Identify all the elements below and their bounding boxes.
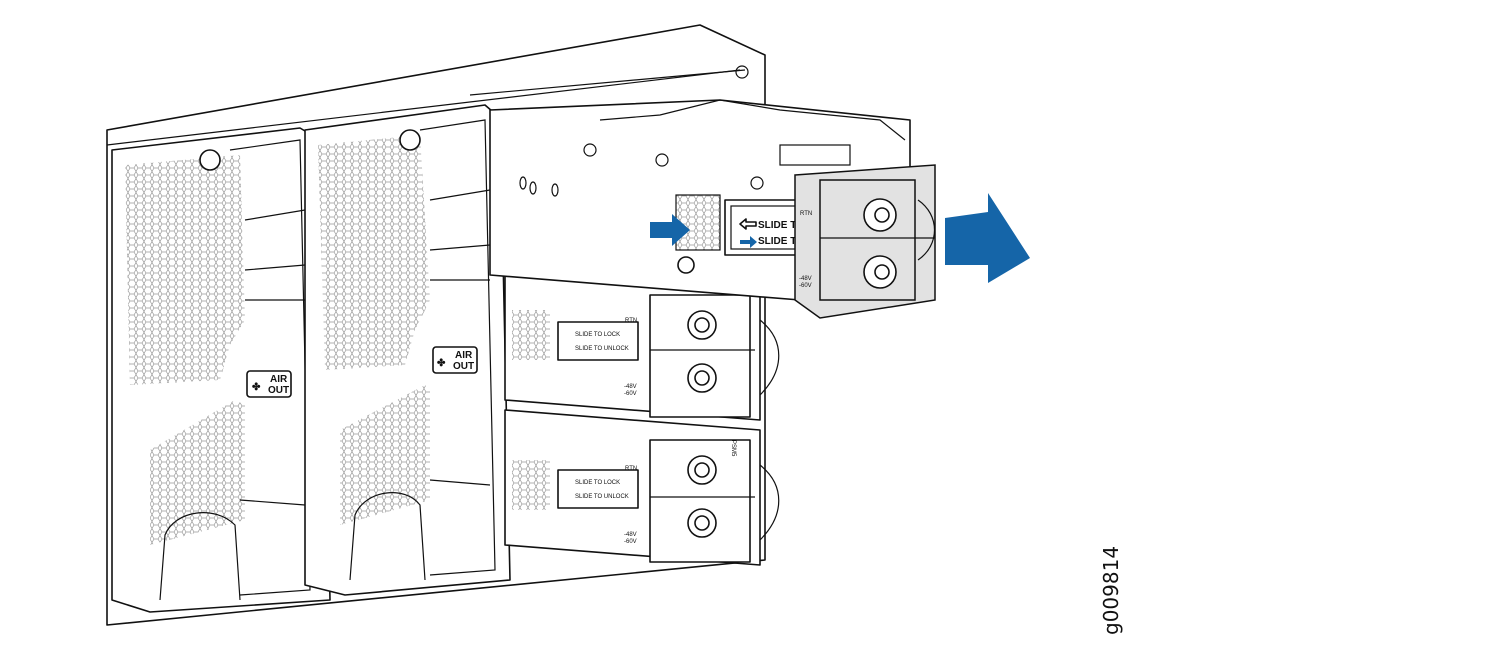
psm-slot-label: PSM5 bbox=[730, 440, 736, 457]
rtn-label: RTN bbox=[625, 466, 637, 472]
out-label: OUT bbox=[453, 361, 474, 372]
figure-id-label: g009814 bbox=[1099, 546, 1123, 635]
psm-installed-lower: SLIDE TO LOCK SLIDE TO UNLOCK RTN -48V -… bbox=[504, 409, 780, 566]
fan-icon: ✤ bbox=[437, 358, 446, 369]
neg60v-label: -60V bbox=[799, 283, 812, 289]
neg60v-label: -60V bbox=[624, 391, 637, 397]
neg48v-label: -48V bbox=[624, 532, 637, 538]
fan-tray-right: ✤ AIR OUT bbox=[304, 104, 511, 596]
neg60v-label: -60V bbox=[624, 539, 637, 545]
neg48v-label: -48V bbox=[799, 276, 812, 282]
fan-icon: ✤ bbox=[252, 382, 261, 393]
neg48v-label: -48V bbox=[624, 384, 637, 390]
pull-out-direction-arrow-icon bbox=[945, 193, 1030, 283]
slide-to-unlock-label: SLIDE TO UNLOCK bbox=[575, 494, 629, 500]
slide-to-lock-label: SLIDE TO LOCK bbox=[575, 480, 620, 486]
fan-tray-left: ✤ AIR OUT bbox=[111, 127, 331, 613]
slide-to-lock-label: SLIDE TO LOCK bbox=[575, 332, 620, 338]
out-label: OUT bbox=[268, 385, 289, 396]
air-out-label-2: ✤ AIR OUT bbox=[432, 346, 478, 374]
rtn-label: RTN bbox=[800, 211, 812, 217]
unlock-arrow-icon bbox=[740, 236, 757, 248]
slide-to-unlock-label: SLIDE TO UNLOCK bbox=[575, 346, 629, 352]
rtn-label: RTN bbox=[625, 318, 637, 324]
push-latch-arrow-icon bbox=[650, 214, 690, 246]
psm-being-removed: SLIDE TO LOCK SLIDE TO UNLOCK RTN -48V -… bbox=[489, 99, 936, 319]
air-label: AIR bbox=[270, 374, 288, 385]
air-out-label: ✤ AIR OUT bbox=[246, 370, 292, 398]
air-label: AIR bbox=[455, 350, 473, 361]
